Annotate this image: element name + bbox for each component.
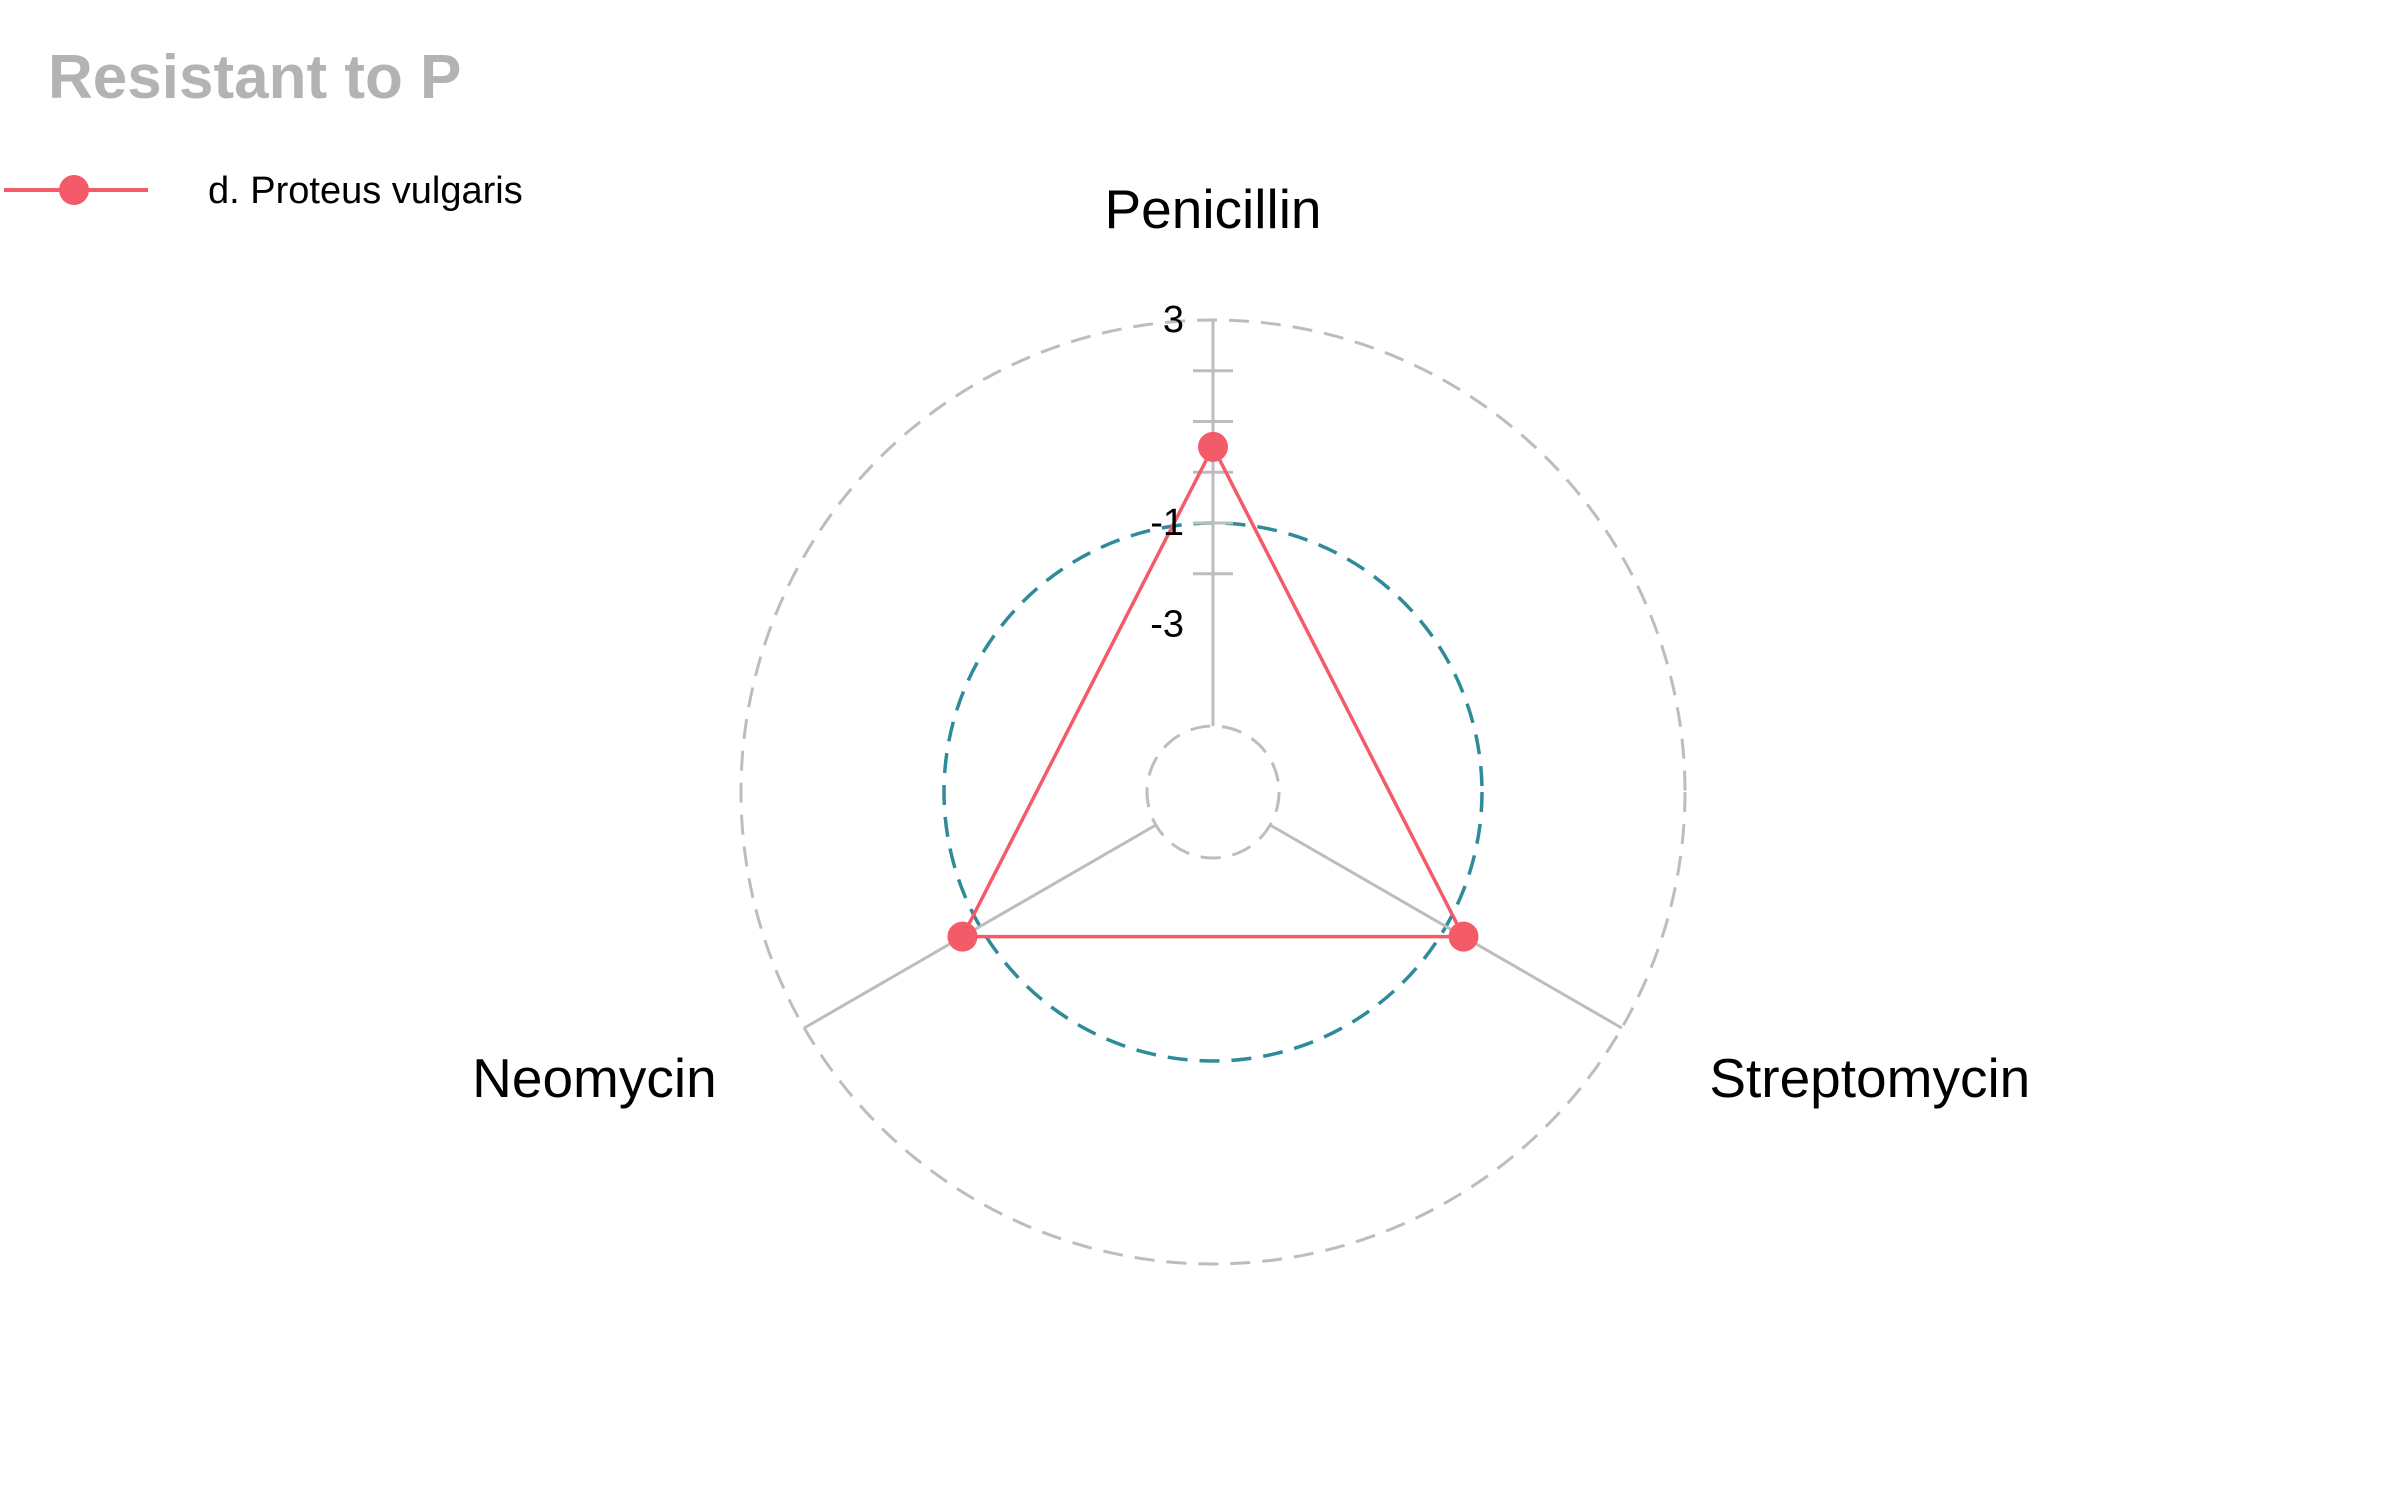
legend-entry-label: d. Proteus vulgaris xyxy=(208,170,523,212)
tick-label: 3 xyxy=(1163,299,1184,341)
legend: d. Proteus vulgaris xyxy=(4,170,523,212)
tick-label: -3 xyxy=(1150,604,1184,646)
radar-grid xyxy=(739,318,1687,1266)
legend-marker xyxy=(59,175,89,205)
chart-title: Resistant to P xyxy=(48,43,461,112)
inner-grid-ring xyxy=(1145,724,1281,860)
data-point-penicillin xyxy=(1198,431,1228,462)
series-layer xyxy=(947,431,1479,952)
axis-label-neomycin: Neomycin xyxy=(472,1047,717,1109)
axis-label-streptomycin: Streptomycin xyxy=(1709,1047,2030,1109)
axis-spoke-neomycin xyxy=(803,823,1157,1030)
data-point-neomycin xyxy=(947,921,978,952)
axis-spoke-streptomycin xyxy=(1269,823,1623,1030)
axis-label-penicillin: Penicillin xyxy=(1104,178,1321,240)
data-point-streptomycin xyxy=(1448,921,1479,952)
series-line xyxy=(960,445,1466,939)
tick-label: -1 xyxy=(1150,502,1184,544)
